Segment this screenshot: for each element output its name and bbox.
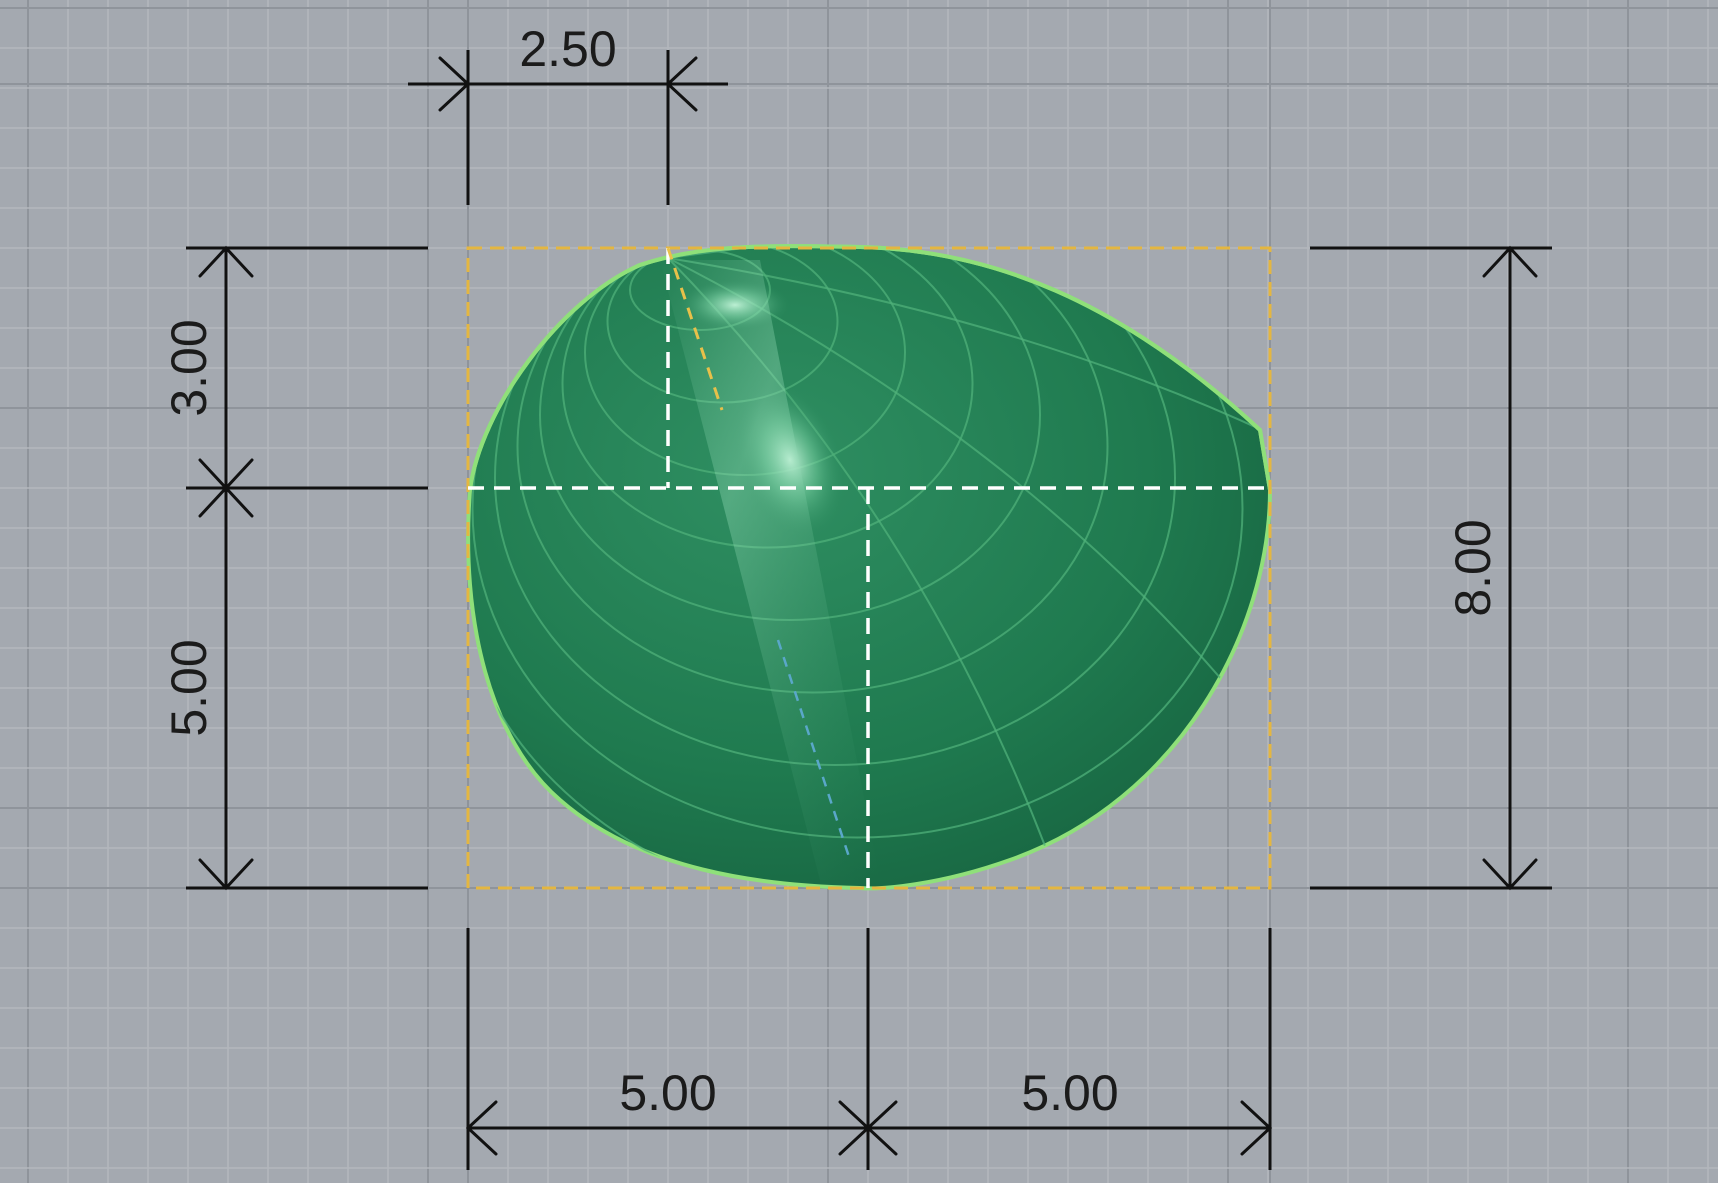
arrow-bottom-mid-right	[865, 1100, 898, 1156]
dimensions: 2.50 3.00 5.00 8.00 5.00 5.00	[161, 21, 1552, 1170]
dim-bottom-left: 5.00	[619, 1065, 716, 1121]
apex-axis-line	[666, 247, 724, 411]
arrow-left-mid-down	[198, 485, 254, 518]
construction-lines	[468, 247, 1270, 888]
dim-bottom-right: 5.00	[1021, 1065, 1118, 1121]
isocurve-radial	[667, 246, 1270, 259]
arrow-right-top	[1482, 245, 1538, 278]
dim-top-offset: 2.50	[519, 21, 616, 77]
surface-edge	[468, 244, 1272, 491]
dim-right-total: 8.00	[1445, 519, 1501, 616]
dim-left-upper: 3.00	[161, 319, 217, 416]
arrow-left-top	[198, 245, 254, 278]
highlight-streak	[660, 260, 880, 880]
arrow-right-bottom	[1482, 858, 1538, 891]
bounding-box	[466, 246, 1272, 890]
axis-projection-line	[776, 639, 852, 861]
arrow-top-right	[665, 56, 698, 112]
arrow-left-bottom	[198, 858, 254, 891]
dim-left-lower: 5.00	[161, 639, 217, 736]
arrow-bottom-left	[465, 1100, 498, 1156]
arrow-top-left	[438, 56, 471, 112]
arrow-bottom-right	[1240, 1100, 1273, 1156]
